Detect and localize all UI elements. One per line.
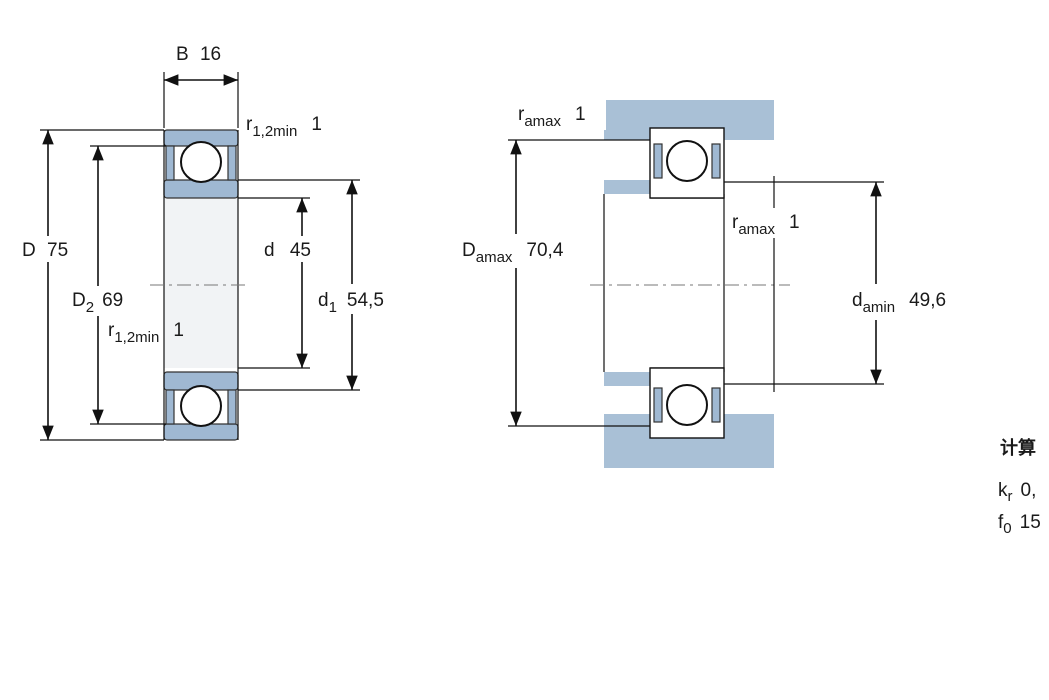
- calc-panel-title: 计算: [1000, 437, 1036, 458]
- shaft-shoulder-bottom: [604, 372, 650, 386]
- dim-D2-value: 69: [102, 290, 123, 311]
- bore-area: [164, 198, 238, 368]
- dim-d-value: 45: [290, 240, 311, 261]
- dim-B-symbol: B: [176, 44, 189, 65]
- seal-top-left: [165, 145, 175, 181]
- svg-text:D 75: D 75: [22, 240, 68, 261]
- ball-top: [180, 141, 222, 183]
- dim-Da: Damax 70,4: [460, 139, 650, 427]
- dim-D2-symbol: D: [72, 290, 86, 311]
- ball-right-bottom: [666, 384, 708, 426]
- dim-d1-symbol: d: [318, 290, 329, 311]
- dim-d1-subscript: 1: [329, 299, 337, 316]
- dim-D-value: 75: [47, 240, 68, 261]
- bearing-section: [150, 129, 250, 441]
- dim-D-symbol: D: [22, 240, 36, 261]
- ball-right-top: [666, 140, 708, 182]
- dim-Da-symbol: D: [462, 240, 476, 261]
- housing-shaft-section: [590, 100, 790, 468]
- dim-B-value: 16: [200, 44, 221, 65]
- dim-da-subscript: amin: [863, 299, 896, 316]
- dim-B: B 16: [163, 44, 239, 128]
- shaft-shoulder-top: [604, 180, 650, 194]
- dim-D: D 75: [18, 129, 164, 441]
- dim-da: damin 49,6: [724, 176, 978, 392]
- dim-Da-value: 70,4: [526, 240, 563, 261]
- housing-top: [604, 100, 774, 128]
- svg-text:B 16: B 16: [176, 44, 221, 65]
- dim-da-value: 49,6: [909, 290, 946, 311]
- seal-bottom-right: [227, 389, 237, 425]
- dim-Da-subscript: amax: [476, 249, 513, 266]
- dim-D2-subscript: 2: [86, 299, 94, 316]
- dim-d-symbol: d: [264, 240, 275, 261]
- seal-bottom-left: [165, 389, 175, 425]
- dim-d1-value: 54,5: [347, 290, 384, 311]
- dim-da-symbol: d: [852, 290, 863, 311]
- ball-bottom: [180, 385, 222, 427]
- svg-text:d 45: d 45: [264, 240, 311, 261]
- dim-D2: D2 69: [68, 145, 166, 425]
- dim-d: d 45: [238, 197, 324, 369]
- seal-top-right: [227, 145, 237, 181]
